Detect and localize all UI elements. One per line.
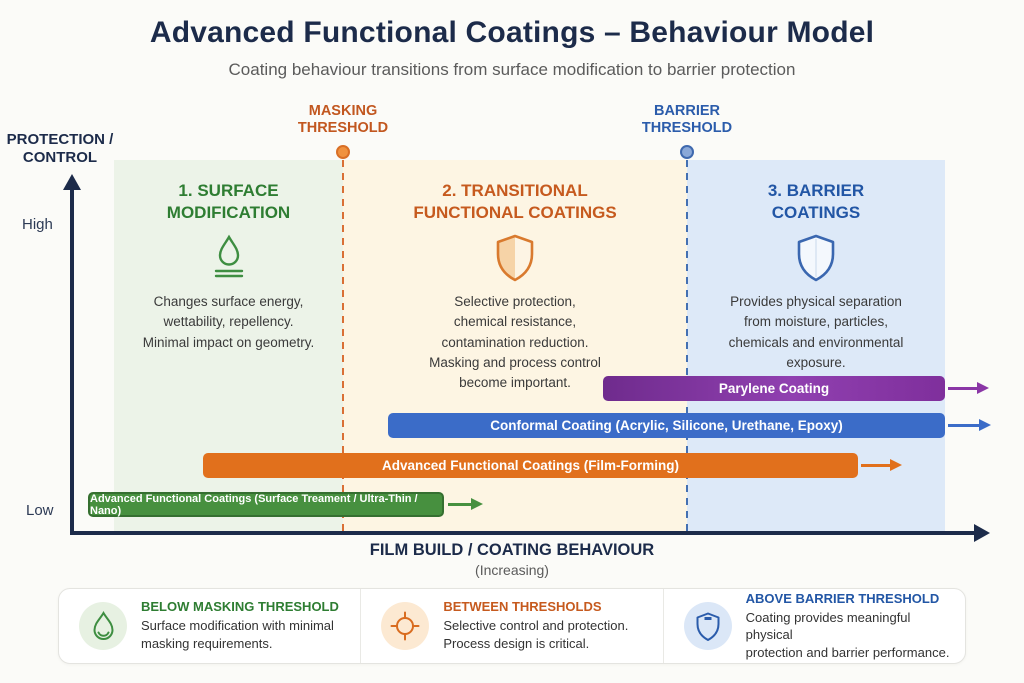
zone-title: 3. BARRIER COATINGS bbox=[767, 181, 865, 223]
y-axis-tick-high: High bbox=[22, 216, 53, 233]
zone-description: Selective protection, chemical resistanc… bbox=[429, 294, 601, 391]
bar-film-forming-coating: Advanced Functional Coatings (Film-Formi… bbox=[203, 453, 858, 478]
target-icon bbox=[381, 602, 430, 650]
shield-icon bbox=[683, 602, 732, 650]
legend-description: Surface modification with minimal maskin… bbox=[141, 618, 334, 651]
x-axis-label: FILM BUILD / COATING BEHAVIOUR bbox=[369, 541, 655, 559]
bar-surface-treatment-coating: Advanced Functional Coatings (Surface Tr… bbox=[88, 492, 444, 517]
x-axis-line bbox=[70, 531, 976, 535]
x-axis-sublabel: (Increasing) bbox=[475, 562, 549, 578]
masking-threshold-label: MASKING THRESHOLD bbox=[297, 103, 389, 136]
masking-threshold-line bbox=[342, 160, 344, 531]
shield-outline-icon bbox=[793, 232, 839, 284]
legend-title: ABOVE BARRIER THRESHOLD bbox=[745, 590, 940, 606]
arrow-right-icon bbox=[948, 382, 989, 394]
legend-item-above-barrier: ABOVE BARRIER THRESHOLD Coating provides… bbox=[662, 589, 965, 663]
arrow-right-icon bbox=[948, 419, 991, 431]
x-axis-arrowhead-icon bbox=[974, 524, 990, 542]
y-axis-label: PROTECTION / CONTROL bbox=[6, 131, 114, 166]
legend-item-below-masking: BELOW MASKING THRESHOLD Surface modifica… bbox=[59, 589, 360, 663]
legend-description: Coating provides meaningful physical pro… bbox=[745, 609, 950, 660]
zone-description: Changes surface energy, wettability, rep… bbox=[142, 294, 315, 350]
legend-text: BELOW MASKING THRESHOLD Surface modifica… bbox=[141, 599, 339, 652]
droplet-on-surface-icon bbox=[203, 232, 255, 284]
barrier-threshold-dot-icon bbox=[680, 145, 694, 159]
legend-title: BETWEEN THRESHOLDS bbox=[443, 599, 602, 615]
legend-title: BELOW MASKING THRESHOLD bbox=[141, 599, 339, 615]
y-axis-tick-low: Low bbox=[26, 502, 54, 519]
bar-conformal-coating: Conformal Coating (Acrylic, Silicone, Ur… bbox=[388, 413, 945, 438]
legend: BELOW MASKING THRESHOLD Surface modifica… bbox=[58, 588, 966, 664]
arrow-right-icon bbox=[448, 498, 483, 510]
droplet-icon bbox=[79, 602, 127, 650]
page-subtitle: Coating behaviour transitions from surfa… bbox=[228, 60, 796, 79]
masking-threshold-dot-icon bbox=[336, 145, 350, 159]
legend-text: BETWEEN THRESHOLDS Selective control and… bbox=[443, 599, 628, 652]
bar-parylene-coating: Parylene Coating bbox=[603, 376, 945, 401]
shield-half-icon bbox=[492, 232, 538, 284]
zone-description: Provides physical separation from moistu… bbox=[728, 294, 904, 370]
barrier-threshold-line bbox=[686, 160, 688, 531]
legend-item-between-thresholds: BETWEEN THRESHOLDS Selective control and… bbox=[360, 589, 662, 663]
barrier-threshold-label: BARRIER THRESHOLD bbox=[641, 103, 733, 136]
legend-text: ABOVE BARRIER THRESHOLD Coating provides… bbox=[746, 591, 951, 662]
zone-title: 2. TRANSITIONAL FUNCTIONAL COATINGS bbox=[413, 181, 617, 223]
zone-title: 1. SURFACE MODIFICATION bbox=[166, 181, 291, 223]
y-axis-arrowhead-icon bbox=[63, 174, 81, 190]
legend-description: Selective control and protection. Proces… bbox=[443, 618, 629, 651]
arrow-right-icon bbox=[861, 459, 902, 471]
page-title: Advanced Functional Coatings – Behaviour… bbox=[149, 16, 875, 49]
y-axis-line bbox=[70, 188, 74, 534]
